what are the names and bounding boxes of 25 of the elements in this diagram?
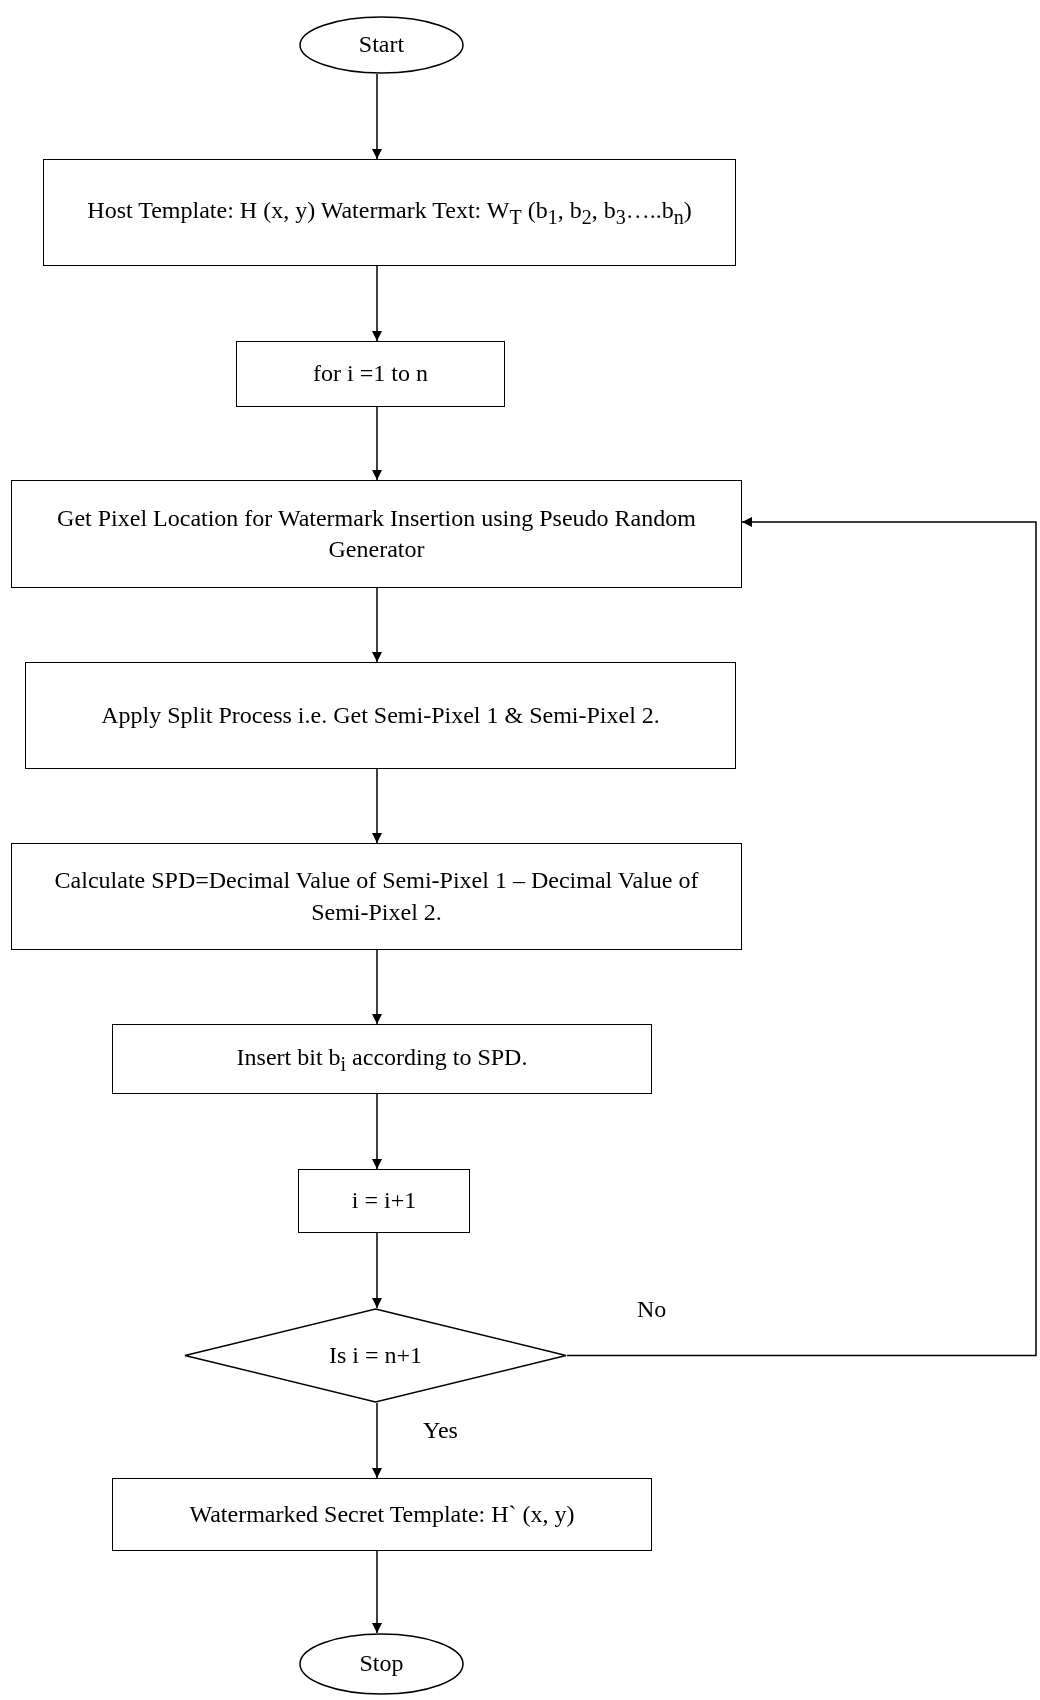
arrow: [372, 406, 382, 481]
process-box: Get Pixel Location for Watermark Insertion using Pseudo Random Generator: [11, 480, 742, 588]
arrow: [372, 587, 382, 663]
arrow: [372, 73, 382, 160]
process-box: Calculate SPD=Decimal Value of Semi-Pixel 1 – Decimal Value of Semi-Pixel 2.: [11, 843, 742, 950]
process-box: Apply Split Process i.e. Get Semi-Pixel 1 & Semi-Pixel 2.: [25, 662, 736, 769]
arrow: [372, 1232, 382, 1309]
arrow: [372, 1550, 382, 1634]
decision-diamond: [184, 1308, 567, 1403]
process-box: Insert bit b$_{i}$ according to SPD.: [112, 1024, 652, 1094]
arrow: [372, 949, 382, 1025]
input-box: Host Template: H (x, y) Watermark Text: W$_{T}$ (b$_{1}$, b$_{2}$, b$_{3}$…..b$_{n}$): [43, 159, 736, 266]
arrow: [372, 1402, 382, 1479]
loop-box: for i =1 to n: [236, 341, 505, 407]
arrow: [566, 517, 1037, 1357]
node-text: Is i = n+1: [328, 1340, 423, 1370]
arrow: [372, 265, 382, 342]
node-text: Start: [358, 30, 405, 60]
start-terminal: [299, 16, 464, 74]
stop-terminal: [299, 1633, 464, 1695]
arrow: [372, 768, 382, 844]
node-text: Stop: [359, 1649, 404, 1679]
process-box: i = i+1: [298, 1169, 470, 1233]
output-box: Watermarked Secret Template: H` (x, y): [112, 1478, 652, 1551]
arrow: [372, 1093, 382, 1170]
